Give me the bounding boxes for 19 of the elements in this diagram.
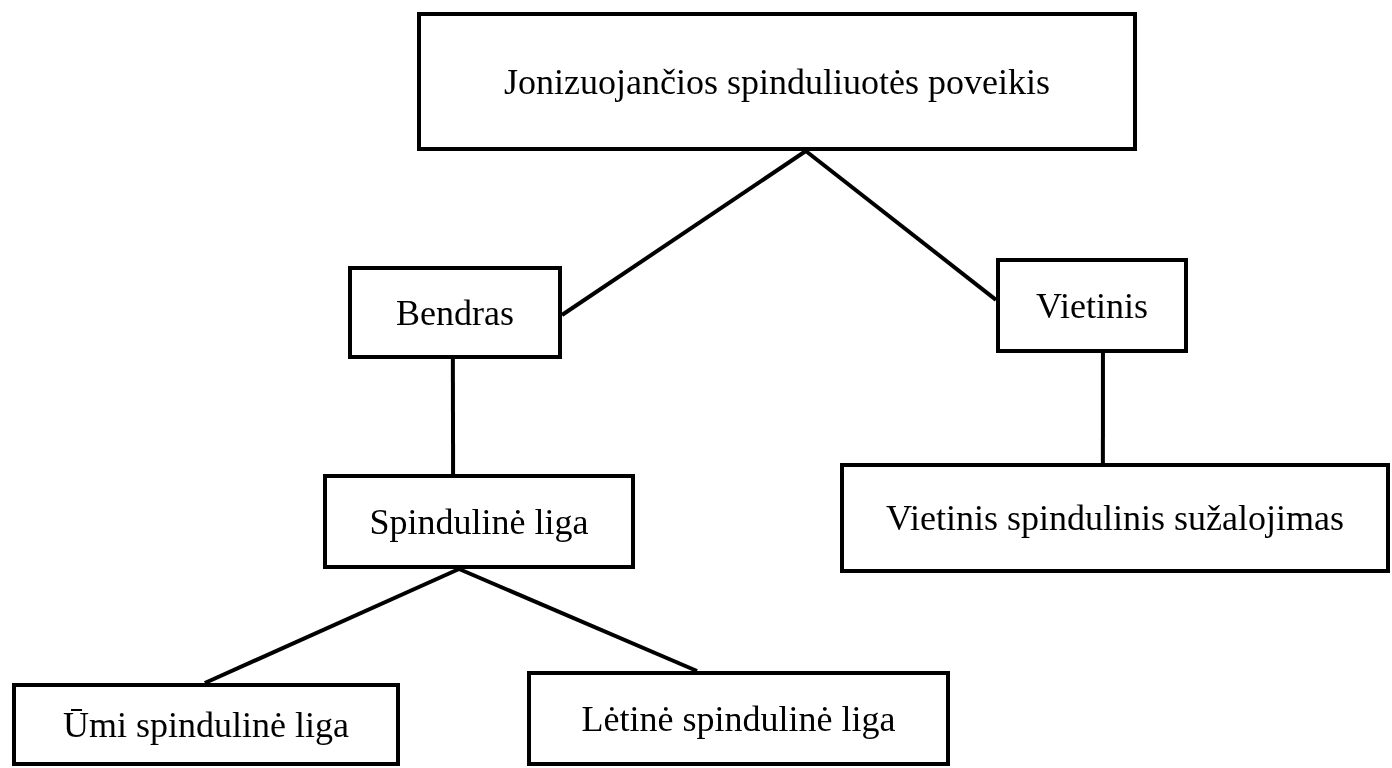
node-label: Vietinis: [1036, 284, 1148, 327]
node-label: Vietinis spindulinis sužalojimas: [886, 497, 1344, 539]
text-box: [996, 258, 1188, 353]
node-label: Lėtinė spindulinė liga: [581, 697, 896, 740]
connector-line: [804, 149, 998, 302]
connector-line: [450, 359, 456, 474]
node-label: Spindulinė liga: [369, 500, 589, 543]
connector-line: [458, 567, 698, 673]
node-label: Ūmi spindulinė liga: [63, 703, 349, 746]
node-label: Bendras: [396, 291, 514, 334]
connector-line: [204, 567, 460, 685]
node-label: Jonizuojančios spinduliuotės poveikis: [504, 60, 1050, 103]
text-box: [12, 683, 400, 766]
text-box: [323, 474, 635, 569]
connector-line: [1100, 353, 1105, 463]
text-box: [527, 671, 950, 766]
text-box: [348, 266, 562, 359]
text-box: [417, 12, 1137, 151]
text-box: [840, 463, 1390, 573]
